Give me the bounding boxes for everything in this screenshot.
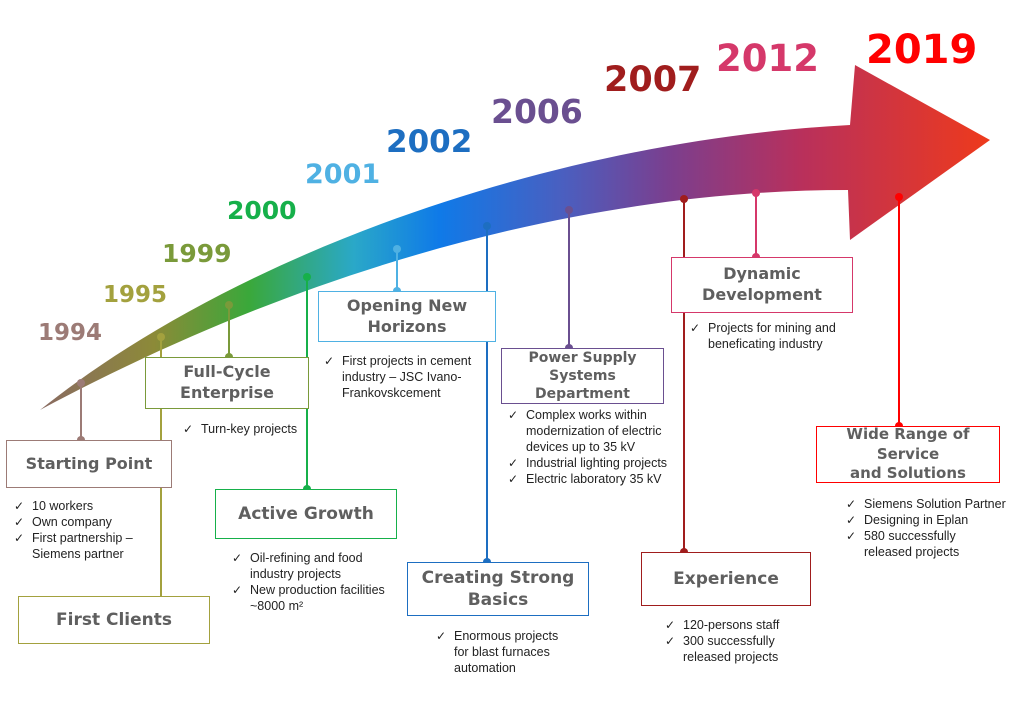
milestone-items-2001: First projects in cement industry – JSC … — [324, 353, 484, 401]
milestone-title-line: Systems Department — [535, 367, 630, 403]
milestone-title-line: Starting Point — [25, 453, 153, 473]
list-item: Turn-key projects — [183, 421, 313, 437]
connector-dot-2019-1 — [895, 193, 903, 201]
connector-dot-1999-1 — [225, 301, 233, 309]
milestone-items-2019: Siemens Solution PartnerDesigning in Epl… — [846, 496, 1006, 560]
connector-dot-2007-1 — [680, 195, 688, 203]
milestone-title-line: Dynamic — [723, 264, 801, 284]
connector-dot-2012-1 — [752, 189, 760, 197]
year-label-1994: 1994 — [38, 320, 103, 346]
connector-dot-2000-1 — [303, 273, 311, 281]
milestone-title-line: Horizons — [367, 316, 447, 336]
list-item: Projects for mining and beneficating ind… — [690, 320, 860, 352]
milestone-box-1995: First Clients — [18, 596, 210, 644]
year-label-2007: 2007 — [604, 60, 702, 100]
year-label-1999: 1999 — [162, 239, 232, 268]
milestone-title-line: Basics — [467, 590, 529, 610]
connector-dot-2002-1 — [483, 222, 491, 230]
list-item: Industrial lighting projects — [508, 455, 668, 471]
year-label-2019: 2019 — [866, 27, 978, 73]
timeline-arrow — [40, 65, 990, 410]
list-item: Own company — [14, 514, 174, 530]
milestone-title-line: Creating Strong — [421, 567, 575, 588]
milestone-title-line: First Clients — [56, 609, 172, 630]
milestone-title-line: Full-Cycle — [183, 362, 271, 382]
milestone-items-2000: Oil-refining and food industry projectsN… — [232, 550, 402, 614]
list-item: Designing in Eplan — [846, 512, 1006, 528]
milestone-items-1999: Turn-key projects — [183, 421, 313, 437]
milestone-items-2006: Complex works within modernization of el… — [508, 407, 668, 487]
list-item: New production facilities ~8000 m² — [232, 582, 402, 614]
milestone-title-line: Development — [702, 285, 822, 304]
list-item: First partnership – Siemens partner — [14, 530, 174, 562]
year-label-2000: 2000 — [227, 196, 297, 225]
year-label-2002: 2002 — [386, 124, 473, 160]
connector-dot-1995-1 — [157, 333, 165, 341]
list-item: Electric laboratory 35 kV — [508, 471, 668, 487]
connector-dot-2001-1 — [393, 245, 401, 253]
list-item: Complex works within modernization of el… — [508, 407, 668, 455]
year-label-2006: 2006 — [491, 92, 583, 131]
milestone-items-1994: 10 workersOwn companyFirst partnership –… — [14, 498, 174, 562]
milestone-title-line: and Solutions — [850, 464, 966, 483]
milestone-items-2002: Enormous projects for blast furnaces aut… — [436, 628, 576, 676]
year-label-1995: 1995 — [103, 282, 168, 308]
list-item: Siemens Solution Partner — [846, 496, 1006, 512]
milestone-title-line: Power Supply — [528, 349, 637, 366]
milestone-items-2012: Projects for mining and beneficating ind… — [690, 320, 860, 352]
year-label-2001: 2001 — [305, 159, 381, 190]
list-item: Enormous projects for blast furnaces aut… — [436, 628, 576, 676]
year-label-2012: 2012 — [716, 37, 819, 80]
milestone-title-line: Opening New — [346, 295, 468, 315]
milestone-title-line: Active Growth — [238, 503, 374, 524]
list-item: 300 successfully released projects — [665, 633, 815, 665]
connector-dot-1994-1 — [77, 379, 85, 387]
milestone-items-2007: 120-persons staff300 successfully releas… — [665, 617, 815, 665]
list-item: First projects in cement industry – JSC … — [324, 353, 484, 401]
list-item: 10 workers — [14, 498, 174, 514]
milestone-title-line: Experience — [673, 568, 779, 589]
list-item: Oil-refining and food industry projects — [232, 550, 402, 582]
milestone-box-1994: Starting Point — [6, 440, 172, 488]
milestone-box-2007: Experience — [641, 552, 811, 606]
list-item: 580 successfully released projects — [846, 528, 1006, 560]
connector-dot-2006-1 — [565, 206, 573, 214]
list-item: 120-persons staff — [665, 617, 815, 633]
milestone-title-line: Enterprise — [180, 383, 274, 402]
milestone-box-2000: Active Growth — [215, 489, 397, 539]
milestone-title-line: Wide Range of Service — [846, 425, 970, 463]
